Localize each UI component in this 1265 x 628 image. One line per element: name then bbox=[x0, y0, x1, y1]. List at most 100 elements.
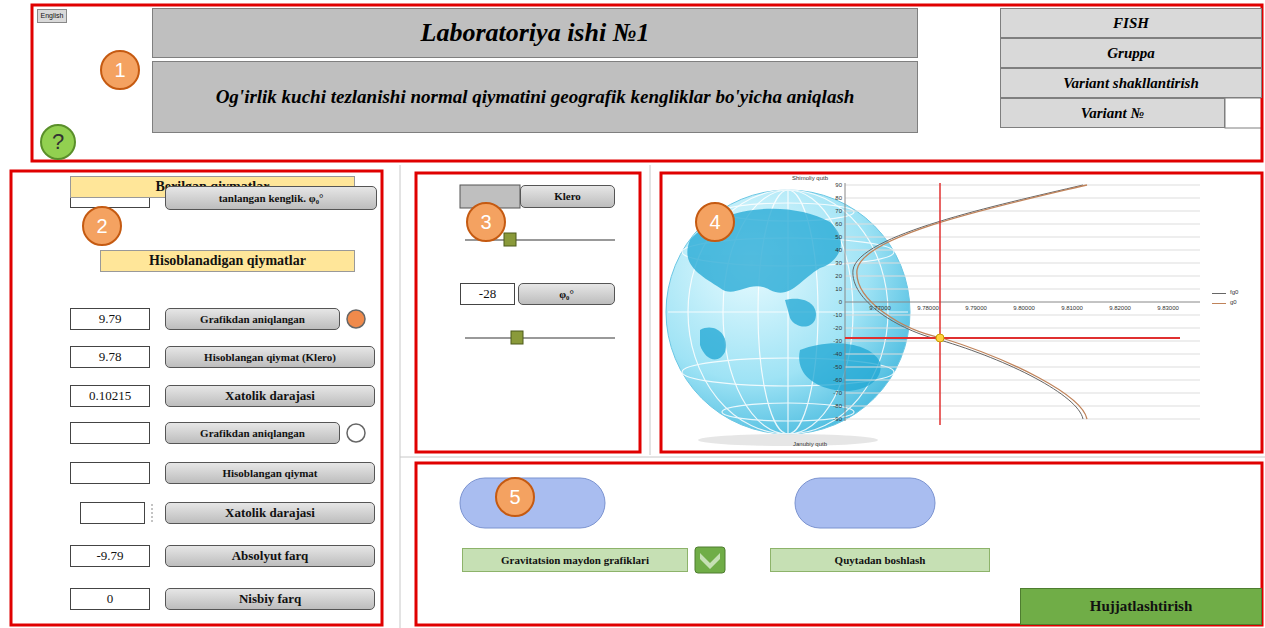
node-text: English bbox=[41, 12, 64, 20]
help-button: ? bbox=[40, 124, 76, 160]
label-button: Hisoblangan qiymat (Klero) bbox=[165, 346, 375, 368]
callout-number: 4 bbox=[695, 202, 735, 242]
callout-number: 2 bbox=[82, 206, 122, 246]
node-text: 9.79 bbox=[99, 312, 122, 326]
value-box: 9.78 bbox=[70, 346, 150, 368]
node-text: Variant shakllantirish bbox=[1063, 75, 1198, 92]
section-header: Hisoblanadigan qiymatlar bbox=[100, 250, 355, 272]
input-box bbox=[70, 422, 150, 444]
node-text: 1 bbox=[114, 59, 125, 81]
axis-tick: 20 bbox=[835, 273, 842, 279]
axis-tick: -70 bbox=[833, 390, 842, 396]
callout-number: 1 bbox=[100, 50, 140, 90]
axis-tick: 70 bbox=[835, 208, 842, 214]
title-bar: Laboratoriya ishi №1 bbox=[152, 8, 918, 58]
label-button: Hisoblangan qiymat bbox=[165, 462, 375, 484]
node-text: φ₀° bbox=[559, 288, 574, 300]
node-text: Xatolik darajasi bbox=[225, 506, 315, 520]
node-text: Hisoblangan qiymat (Klero) bbox=[204, 351, 336, 363]
axis-tick: 9.78000 bbox=[917, 305, 939, 311]
node-text: FISH bbox=[1113, 15, 1149, 32]
node-text: 5 bbox=[509, 486, 520, 508]
label-button: Absolyut farq bbox=[165, 545, 375, 567]
axis-tick: -20 bbox=[833, 325, 842, 331]
node-text: Absolyut farq bbox=[232, 549, 309, 563]
input-box bbox=[70, 462, 150, 484]
axis-tick: 90 bbox=[835, 182, 842, 188]
language-button: English bbox=[37, 9, 67, 23]
axis-tick: 9.80000 bbox=[1013, 305, 1035, 311]
axis-tick: 80 bbox=[835, 195, 842, 201]
node-text: Grafikdan aniqlangan bbox=[200, 427, 305, 439]
node-text: Laboratoriya ishi №1 bbox=[421, 19, 650, 48]
label-button: Klero bbox=[520, 185, 615, 208]
node-text: Og'irlik kuchi tezlanishi normal qiymati… bbox=[216, 87, 855, 108]
action-label: Gravitatsion maydon grafiklari bbox=[462, 548, 688, 572]
value-box: 0 bbox=[70, 588, 150, 610]
node-text: 0.10215 bbox=[89, 389, 131, 403]
axis-tick: 9.83000 bbox=[1157, 305, 1179, 311]
axis-tick: 40 bbox=[835, 247, 842, 253]
axis-tick: -60 bbox=[833, 377, 842, 383]
legend-line bbox=[1212, 303, 1226, 304]
node-text: Gravitatsion maydon grafiklari bbox=[501, 554, 649, 566]
label-button: Nisbiy farq bbox=[165, 588, 375, 610]
node-text: Quytadan boshlash bbox=[835, 554, 926, 566]
axis-tick: 9.81000 bbox=[1061, 305, 1083, 311]
axis-tick: -30 bbox=[833, 338, 842, 344]
callout-number: 5 bbox=[495, 477, 535, 517]
legend-text: fg0 bbox=[1230, 289, 1238, 295]
axis-title: Shimoliy qutb bbox=[792, 175, 828, 181]
node-text: Variant № bbox=[1081, 105, 1144, 122]
axis-tick: 0 bbox=[839, 299, 842, 305]
node-text: Nisbiy farq bbox=[239, 592, 301, 606]
label-button: tanlangan kenglik. φ₀° bbox=[165, 186, 377, 210]
axis-tick: 9.79000 bbox=[965, 305, 987, 311]
node-text: Hisoblanadigan qiymatlar bbox=[149, 253, 306, 268]
value-box: 9.79 bbox=[70, 308, 150, 330]
header-cell: Variant shakllantirish bbox=[1000, 68, 1262, 98]
axis-tick: 10 bbox=[835, 286, 842, 292]
axis-tick: 30 bbox=[835, 260, 842, 266]
node-text: tanlangan kenglik. φ₀° bbox=[219, 192, 324, 204]
axis-tick: 9.77000 bbox=[869, 305, 891, 311]
label-button: Grafikdan aniqlangan bbox=[165, 422, 340, 444]
axis-tick: 60 bbox=[835, 221, 842, 227]
node-text: 9.78 bbox=[99, 350, 122, 364]
axis-tick: -10 bbox=[833, 312, 842, 318]
header-cell: FISH bbox=[1000, 8, 1262, 38]
axis-tick: 50 bbox=[835, 234, 842, 240]
node-text: 0 bbox=[107, 592, 114, 606]
axis-tick: -50 bbox=[833, 364, 842, 370]
node-text: Xatolik darajasi bbox=[225, 389, 315, 403]
node-text: Klero bbox=[554, 190, 581, 202]
value-box: 0.10215 bbox=[70, 385, 150, 407]
label-button: φ₀° bbox=[518, 283, 615, 305]
header-cell: Variant № bbox=[1000, 98, 1225, 128]
subtitle-bar: Og'irlik kuchi tezlanishi normal qiymati… bbox=[152, 61, 918, 133]
node-text: 3 bbox=[480, 211, 491, 233]
label-button: Xatolik darajasi bbox=[165, 385, 375, 407]
node-text: -9.79 bbox=[96, 549, 123, 563]
node-text: Grafikdan aniqlangan bbox=[200, 313, 305, 325]
axis-tick: -40 bbox=[833, 351, 842, 357]
axis-tick: -90 bbox=[833, 416, 842, 422]
value-box: -28 bbox=[460, 283, 515, 305]
legend-line bbox=[1212, 293, 1226, 294]
node-text: 2 bbox=[96, 215, 107, 237]
action-label: Quytadan boshlash bbox=[770, 548, 990, 572]
node-text: 4 bbox=[709, 211, 720, 233]
node-text: Hisoblangan qiymat bbox=[222, 467, 317, 479]
node-text: ? bbox=[52, 130, 64, 154]
node-text: Gruppa bbox=[1107, 45, 1155, 62]
header-cell: Gruppa bbox=[1000, 38, 1262, 68]
legend-text: g0 bbox=[1230, 299, 1237, 305]
axis-tick: 9.82000 bbox=[1109, 305, 1131, 311]
value-box: -9.79 bbox=[70, 545, 150, 567]
label-button: Xatolik darajasi bbox=[165, 502, 375, 524]
axis-tick: -80 bbox=[833, 403, 842, 409]
input-box bbox=[80, 502, 145, 524]
node-text: Hujjatlashtirish bbox=[1090, 598, 1193, 615]
label-button: Grafikdan aniqlangan bbox=[165, 308, 340, 330]
axis-title: Janubiy qutb bbox=[793, 441, 827, 447]
